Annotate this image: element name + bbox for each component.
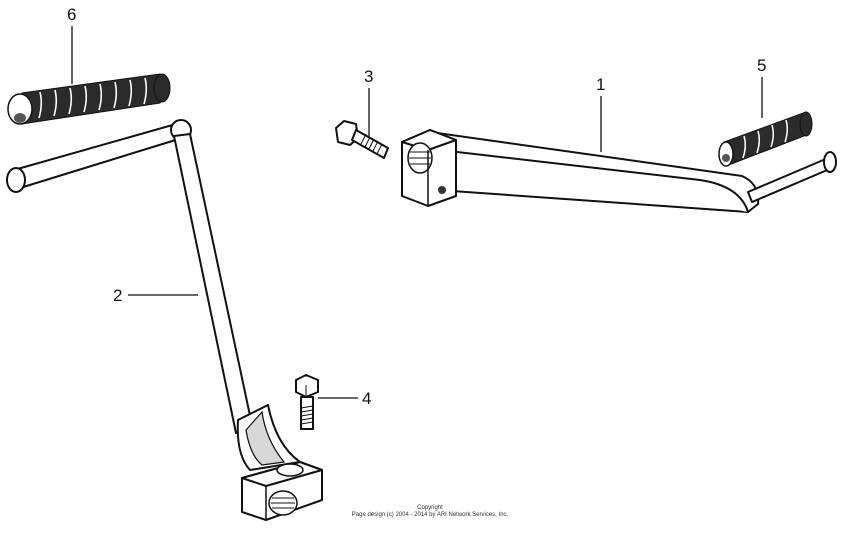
grip-rubber-left[interactable]: [7, 73, 171, 125]
callout-1: 1: [596, 75, 605, 152]
callout-label: 1: [596, 75, 605, 94]
callout-3: 3: [364, 67, 373, 138]
copyright-line-1: Copyright: [417, 505, 443, 511]
bolt-upper[interactable]: [335, 120, 389, 159]
copyright-notice: Copyright Page design (c) 2004 - 2014 by…: [330, 505, 530, 519]
callout-label: 6: [67, 5, 76, 24]
pedal-rubber-right[interactable]: [718, 111, 813, 167]
callout-5: 5: [757, 56, 766, 118]
callout-label: 2: [113, 286, 122, 305]
callout-label: 4: [362, 389, 371, 408]
callout-2: 2: [113, 286, 198, 305]
kick-starter-arm[interactable]: [6, 119, 323, 521]
callout-label: 3: [364, 67, 373, 86]
copyright-line-2: Page design (c) 2004 - 2014 by ARI Netwo…: [351, 512, 509, 518]
callout-label: 5: [757, 56, 766, 75]
bolt-lower[interactable]: [295, 374, 319, 430]
callout-6: 6: [67, 5, 76, 84]
gear-shift-pedal[interactable]: [401, 129, 837, 213]
callout-4: 4: [318, 389, 371, 408]
